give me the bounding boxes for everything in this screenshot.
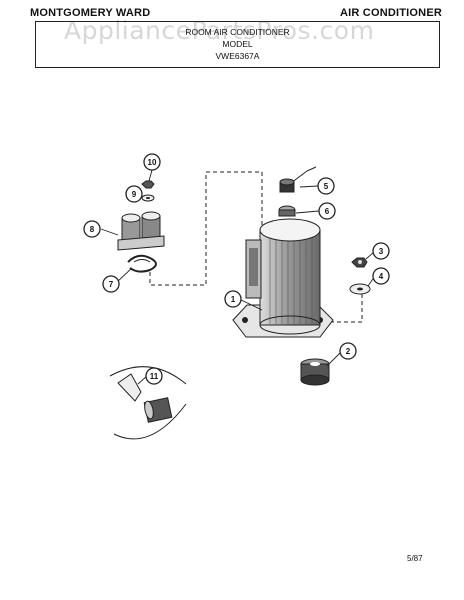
- callout-number-9: 9: [132, 190, 137, 199]
- compressor: [232, 218, 334, 338]
- mount-grommet: [300, 358, 330, 386]
- callout-6: [318, 202, 336, 220]
- callout-2: [339, 342, 357, 360]
- callout-8: [83, 220, 101, 238]
- washer: [349, 283, 371, 295]
- callout-1: [224, 290, 242, 308]
- callout-9: [125, 185, 143, 203]
- callout-number-7: 7: [109, 280, 114, 289]
- callout-number-3: 3: [379, 247, 384, 256]
- callout-3: [372, 242, 390, 260]
- callout-circles: [83, 153, 390, 385]
- nut: [351, 257, 368, 268]
- detail-inset: [109, 366, 187, 440]
- callout-11: [145, 367, 163, 385]
- terminal-connector: [279, 166, 317, 193]
- title-line-3: VWE6367A: [215, 51, 260, 61]
- small-nut: [141, 180, 155, 189]
- callout-10: [143, 153, 161, 171]
- callout-number-5: 5: [324, 182, 329, 191]
- callout-number-8: 8: [90, 225, 95, 234]
- callout-number-4: 4: [379, 272, 384, 281]
- callout-numbers: 1 2 3 4 5 6 7 8 9 10 11: [90, 158, 384, 381]
- watermark: AppliancePartsPros.com: [64, 16, 375, 45]
- dashed-leader-lines: [149, 171, 363, 323]
- title-line-1: ROOM AIR CONDITIONER: [185, 27, 290, 37]
- callout-number-11: 11: [150, 372, 159, 381]
- category-header: AIR CONDITIONER: [340, 7, 442, 19]
- callout-number-6: 6: [325, 207, 330, 216]
- clamp: [127, 254, 157, 273]
- callout-leaders: [100, 169, 376, 385]
- callout-number-10: 10: [148, 158, 157, 167]
- callout-5: [317, 177, 335, 195]
- footer-date: 5/87: [407, 554, 423, 563]
- callout-4: [372, 267, 390, 285]
- brand-header: MONTGOMERY WARD: [30, 7, 151, 19]
- capacitor-bracket: [117, 211, 165, 251]
- title-box: ROOM AIR CONDITIONER MODEL VWE6367A: [35, 21, 440, 68]
- callout-number-2: 2: [346, 347, 351, 356]
- callout-7: [102, 275, 120, 293]
- terminal-cover: [278, 205, 296, 217]
- callout-number-1: 1: [231, 295, 236, 304]
- small-washer: [141, 194, 155, 202]
- title-line-2: MODEL: [222, 39, 253, 49]
